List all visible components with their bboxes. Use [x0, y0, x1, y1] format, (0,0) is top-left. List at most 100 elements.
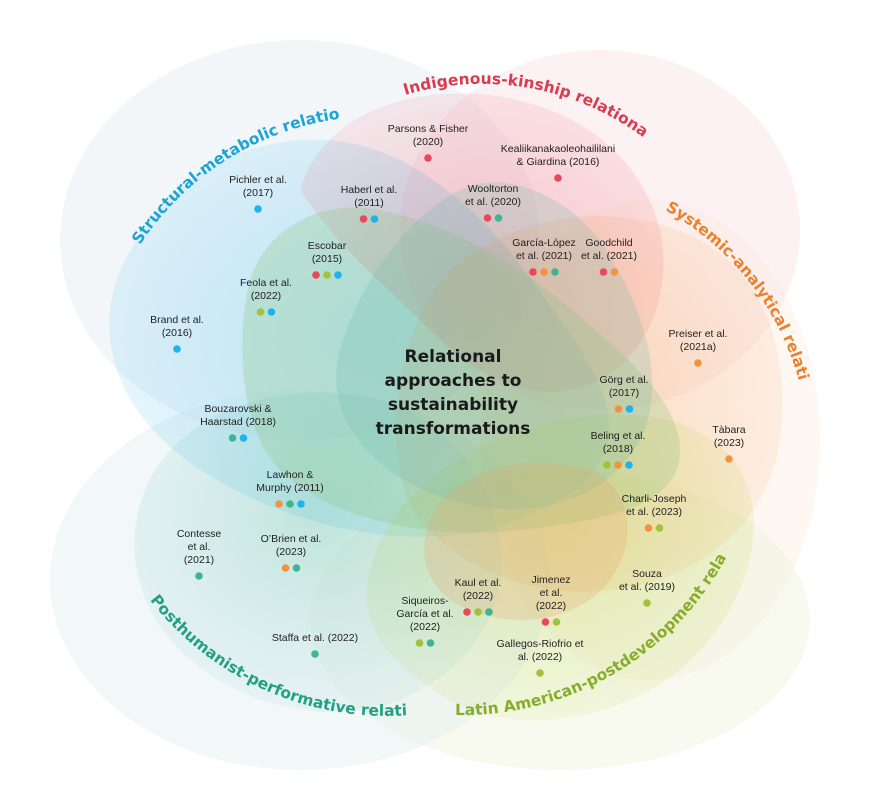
- center-title-line: approaches to: [385, 371, 522, 391]
- reference-item: Haberl et al.(2011): [341, 184, 397, 223]
- reference-item: Preiser et al.(2021a): [669, 328, 728, 367]
- reference-label: et al. (2021): [516, 250, 572, 262]
- reference-label: Murphy (2011): [256, 482, 324, 494]
- category-dot-systemic: [540, 268, 548, 276]
- category-dot-structural: [334, 271, 342, 279]
- category-dot-indigenous: [599, 268, 608, 276]
- reference-label: Parsons & Fisher: [388, 123, 469, 135]
- category-dot-indigenous: [529, 268, 537, 276]
- reference-label: Gallegos-Riofrio et: [497, 638, 584, 650]
- reference-item: Görg et al.(2017): [599, 374, 649, 413]
- reference-label: Lawhon &: [267, 469, 314, 481]
- reference-label: Contesse: [177, 528, 222, 540]
- petal-inner-orange: [424, 462, 628, 620]
- reference-label: (2017): [609, 387, 639, 399]
- category-dot-indigenous: [483, 214, 492, 222]
- category-dot-structural: [173, 345, 181, 353]
- reference-label: (2011): [354, 197, 384, 209]
- center-title: Relational approaches to sustainability …: [376, 347, 531, 439]
- petal-posthumanist: [134, 392, 502, 712]
- category-dot-posthumanist: [494, 214, 503, 222]
- reference-item: O’Brien et al.(2023): [261, 533, 322, 572]
- reference-label: et al.: [188, 541, 211, 553]
- category-dot-systemic: [281, 564, 290, 572]
- category-dot-indigenous: [359, 215, 368, 223]
- reference-label: Goodchild: [585, 237, 632, 249]
- reference-label: et al.: [540, 587, 563, 599]
- reference-label: et al. (2019): [619, 581, 675, 593]
- reference-label: Souza: [632, 568, 662, 580]
- reference-item: Parsons & Fisher(2020): [388, 123, 469, 162]
- category-dot-posthumanist: [292, 564, 301, 572]
- reference-label: et al. (2021): [581, 250, 637, 262]
- reference-label: & Giardina (2016): [517, 156, 600, 168]
- category-dot-systemic: [644, 524, 653, 532]
- petal-inner-teal: [336, 182, 653, 510]
- reference-item: Feola et al.(2022): [240, 277, 292, 316]
- reference-label: Pichler et al.: [229, 174, 287, 186]
- category-dot-latin: [256, 308, 265, 316]
- reference-label: (2021a): [680, 341, 716, 353]
- reference-item: Brand et al.(2016): [150, 314, 204, 353]
- category-dot-latin: [655, 524, 664, 532]
- category-dot-latin: [323, 271, 331, 279]
- category-dot-indigenous: [554, 174, 562, 182]
- category-dot-systemic: [614, 405, 623, 413]
- category-dot-posthumanist: [311, 650, 319, 658]
- category-dot-structural: [625, 405, 634, 413]
- category-dot-latin: [552, 618, 561, 626]
- center-title-line: Relational: [405, 347, 502, 367]
- category-dot-systemic: [694, 359, 702, 367]
- reference-label: (2016): [162, 327, 192, 339]
- category-dot-posthumanist: [485, 608, 493, 616]
- reference-item: Escobar(2015): [308, 240, 347, 279]
- reference-item: Siqueiros-García et al.(2022): [396, 595, 454, 647]
- reference-label: (2020): [413, 136, 443, 148]
- category-dot-systemic: [614, 461, 622, 469]
- reference-label: Haarstad (2018): [200, 416, 276, 428]
- reference-label: (2015): [312, 253, 342, 265]
- reference-label: Siqueiros-: [401, 595, 449, 607]
- reference-label: O’Brien et al.: [261, 533, 322, 545]
- reference-label: (2017): [243, 187, 273, 199]
- category-dot-indigenous: [541, 618, 550, 626]
- reference-label: et al. (2023): [626, 506, 682, 518]
- category-dot-structural: [254, 205, 262, 213]
- category-dot-posthumanist: [195, 572, 203, 580]
- category-petals: [109, 93, 783, 721]
- petal-inner-green: [242, 207, 680, 533]
- category-dot-structural: [267, 308, 276, 316]
- category-dot-structural: [297, 500, 305, 508]
- category-dot-posthumanist: [551, 268, 559, 276]
- center-title-line: transformations: [376, 419, 531, 439]
- reference-label: (2023): [276, 546, 306, 558]
- reference-label: Brand et al.: [150, 314, 204, 326]
- reference-label: Preiser et al.: [669, 328, 728, 340]
- category-dot-structural: [239, 434, 248, 442]
- reference-item: Kealiikanakaoleohaililani& Giardina (201…: [501, 143, 615, 182]
- reference-label: al. (2022): [518, 651, 562, 663]
- reference-label: Staffa et al. (2022): [272, 632, 358, 644]
- reference-label: Charli-Joseph: [622, 493, 687, 505]
- reference-label: Beling et al.: [591, 430, 646, 442]
- reference-item: Pichler et al.(2017): [229, 174, 287, 213]
- category-dot-posthumanist: [286, 500, 294, 508]
- category-dot-indigenous: [463, 608, 471, 616]
- reference-item: Beling et al.(2018): [591, 430, 646, 469]
- category-dot-systemic: [275, 500, 283, 508]
- reference-label: (2022): [536, 600, 566, 612]
- category-dot-posthumanist: [228, 434, 237, 442]
- reference-label: Wooltorton: [468, 183, 519, 195]
- reference-label: (2021): [184, 554, 214, 566]
- category-dot-latin: [474, 608, 482, 616]
- category-dot-posthumanist: [426, 639, 435, 647]
- center-title-line: sustainability: [388, 395, 518, 415]
- reference-label: Bouzarovski &: [204, 403, 271, 415]
- reference-item: Lawhon &Murphy (2011): [256, 469, 324, 508]
